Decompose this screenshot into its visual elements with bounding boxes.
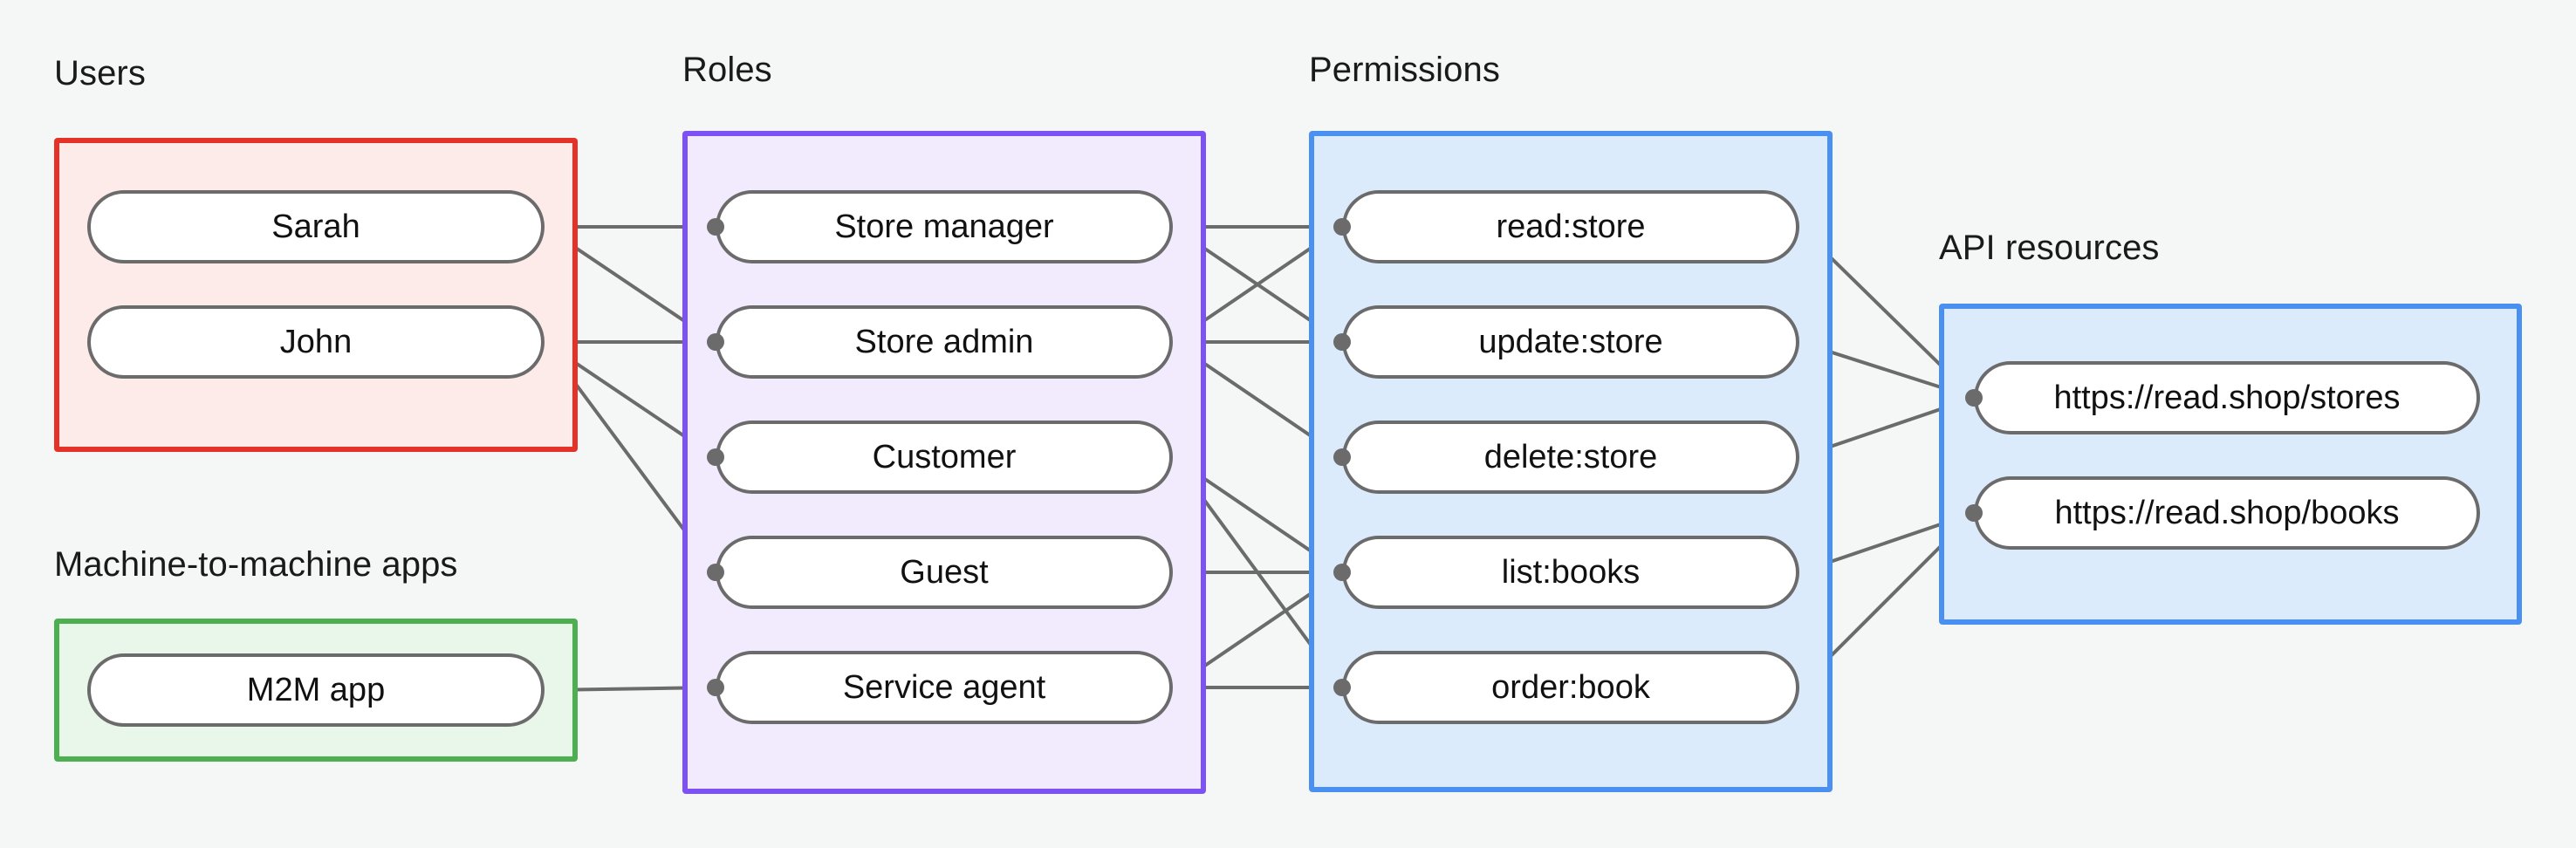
group-label-permissions: Permissions — [1309, 51, 1500, 89]
port-in-update-store — [1333, 333, 1351, 351]
node-res-stores[interactable]: https://read.shop/stores — [1974, 361, 2480, 434]
node-sarah[interactable]: Sarah — [87, 190, 545, 263]
node-delete-store[interactable]: delete:store — [1342, 421, 1799, 494]
node-m2mapp[interactable]: M2M app — [87, 653, 545, 727]
port-in-store-manager — [707, 218, 724, 236]
node-john[interactable]: John — [87, 305, 545, 379]
port-in-order-book — [1333, 679, 1351, 696]
node-list-books[interactable]: list:books — [1342, 536, 1799, 609]
node-store-manager[interactable]: Store manager — [716, 190, 1173, 263]
port-in-customer — [707, 448, 724, 466]
group-label-roles: Roles — [682, 51, 772, 89]
node-order-book[interactable]: order:book — [1342, 651, 1799, 724]
port-in-list-books — [1333, 564, 1351, 581]
port-in-res-stores — [1965, 389, 1983, 407]
node-read-store[interactable]: read:store — [1342, 190, 1799, 263]
group-label-users: Users — [54, 54, 146, 92]
port-in-read-store — [1333, 218, 1351, 236]
port-in-delete-store — [1333, 448, 1351, 466]
port-in-res-books — [1965, 504, 1983, 522]
node-store-admin[interactable]: Store admin — [716, 305, 1173, 379]
group-box-api-resources — [1939, 304, 2522, 625]
port-in-service-agent — [707, 679, 724, 696]
group-label-api-resources: API resources — [1939, 229, 2160, 267]
node-service-agent[interactable]: Service agent — [716, 651, 1173, 724]
port-in-guest — [707, 564, 724, 581]
node-res-books[interactable]: https://read.shop/books — [1974, 476, 2480, 550]
group-box-users — [54, 138, 578, 452]
node-update-store[interactable]: update:store — [1342, 305, 1799, 379]
port-in-store-admin — [707, 333, 724, 351]
node-customer[interactable]: Customer — [716, 421, 1173, 494]
node-guest[interactable]: Guest — [716, 536, 1173, 609]
group-label-m2m: Machine-to-machine apps — [54, 545, 458, 584]
